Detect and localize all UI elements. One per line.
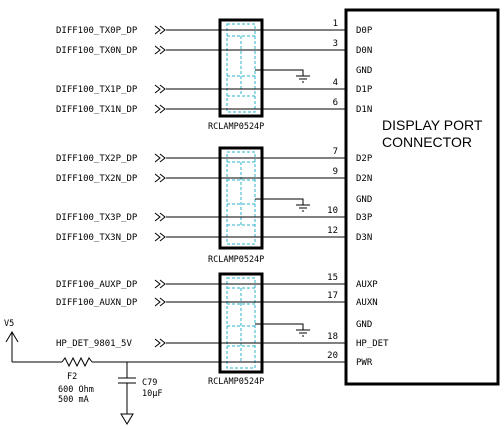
- pin-name-d2p: D2P: [356, 154, 373, 164]
- pin-name-auxn: AUXN: [356, 298, 378, 308]
- pin-name-d0p: D0P: [356, 26, 373, 36]
- net-label-tx2p: DIFF100_TX2P_DP: [56, 154, 138, 164]
- pin-name-hpdet: HP_DET: [356, 339, 389, 349]
- pin-name-auxp: AUXP: [356, 280, 378, 290]
- net-label-tx3n: DIFF100_TX3N_DP: [56, 233, 138, 243]
- pin-num-17: 17: [327, 291, 338, 301]
- net-label-tx1n: DIFF100_TX1N_DP: [56, 105, 138, 115]
- pin-num-3: 3: [333, 39, 338, 49]
- cap-value: 10µF: [142, 389, 162, 399]
- net-label-tx0p: DIFF100_TX0P_DP: [56, 26, 138, 36]
- fuse-value-current: 500 mA: [58, 395, 89, 405]
- pin-name-gnd1: GND: [356, 66, 372, 76]
- net-lines-group1: [154, 25, 346, 114]
- net-lines-group2: [154, 153, 346, 242]
- pin-num-9: 9: [333, 167, 338, 177]
- pin-num-12: 12: [327, 226, 338, 236]
- pin-name-d1n: D1N: [356, 105, 372, 115]
- tvs-chip-u3: [218, 272, 264, 374]
- pin-name-d3p: D3P: [356, 213, 373, 223]
- tvs-u3-label: RCLAMP0524P: [208, 377, 264, 387]
- connector-title-line1: DISPLAY PORT: [382, 117, 483, 133]
- pin-num-20: 20: [327, 351, 338, 361]
- cap-ref: C79: [142, 378, 157, 388]
- tvs-chip-u2: [218, 146, 264, 250]
- net-label-hpdet: HP_DET_9801_5V: [56, 339, 132, 349]
- pin-name-gnd2: GND: [356, 195, 372, 205]
- tvs-u1-label: RCLAMP0524P: [208, 122, 264, 132]
- pin-num-7: 7: [333, 147, 338, 157]
- fuse-value-ohm: 600 Ohm: [58, 385, 94, 395]
- pin-name-d2n: D2N: [356, 174, 372, 184]
- net-label-tx2n: DIFF100_TX2N_DP: [56, 174, 138, 184]
- pin-name-d3n: D3N: [356, 233, 372, 243]
- net-label-auxn: DIFF100_AUXN_DP: [56, 298, 138, 308]
- net-lines-group3: [154, 279, 346, 348]
- net-label-auxp: DIFF100_AUXP_DP: [56, 280, 138, 290]
- tvs-u2-label: RCLAMP0524P: [208, 255, 264, 265]
- pin-num-15: 15: [327, 273, 338, 283]
- net-label-tx0n: DIFF100_TX0N_DP: [56, 46, 138, 56]
- net-label-tx3p: DIFF100_TX3P_DP: [56, 213, 138, 223]
- pin-name-pwr: PWR: [356, 358, 373, 368]
- power-label-v5: V5: [4, 319, 14, 329]
- pin-num-18: 18: [327, 332, 338, 342]
- pin-name-d0n: D0N: [356, 46, 372, 56]
- connector-body: [344, 8, 500, 386]
- fuse-ref: F2: [67, 372, 77, 382]
- pin-num-10: 10: [327, 206, 338, 216]
- pin-num-6: 6: [333, 98, 338, 108]
- pin-name-d1p: D1P: [356, 85, 373, 95]
- pin-name-gnd3: GND: [356, 320, 372, 330]
- net-label-tx1p: DIFF100_TX1P_DP: [56, 85, 138, 95]
- pin-num-4: 4: [333, 78, 338, 88]
- power-path: [5, 331, 346, 425]
- connector-title-line2: CONNECTOR: [382, 134, 472, 150]
- pin-num-1: 1: [333, 19, 338, 29]
- tvs-chip-u1: [218, 18, 264, 118]
